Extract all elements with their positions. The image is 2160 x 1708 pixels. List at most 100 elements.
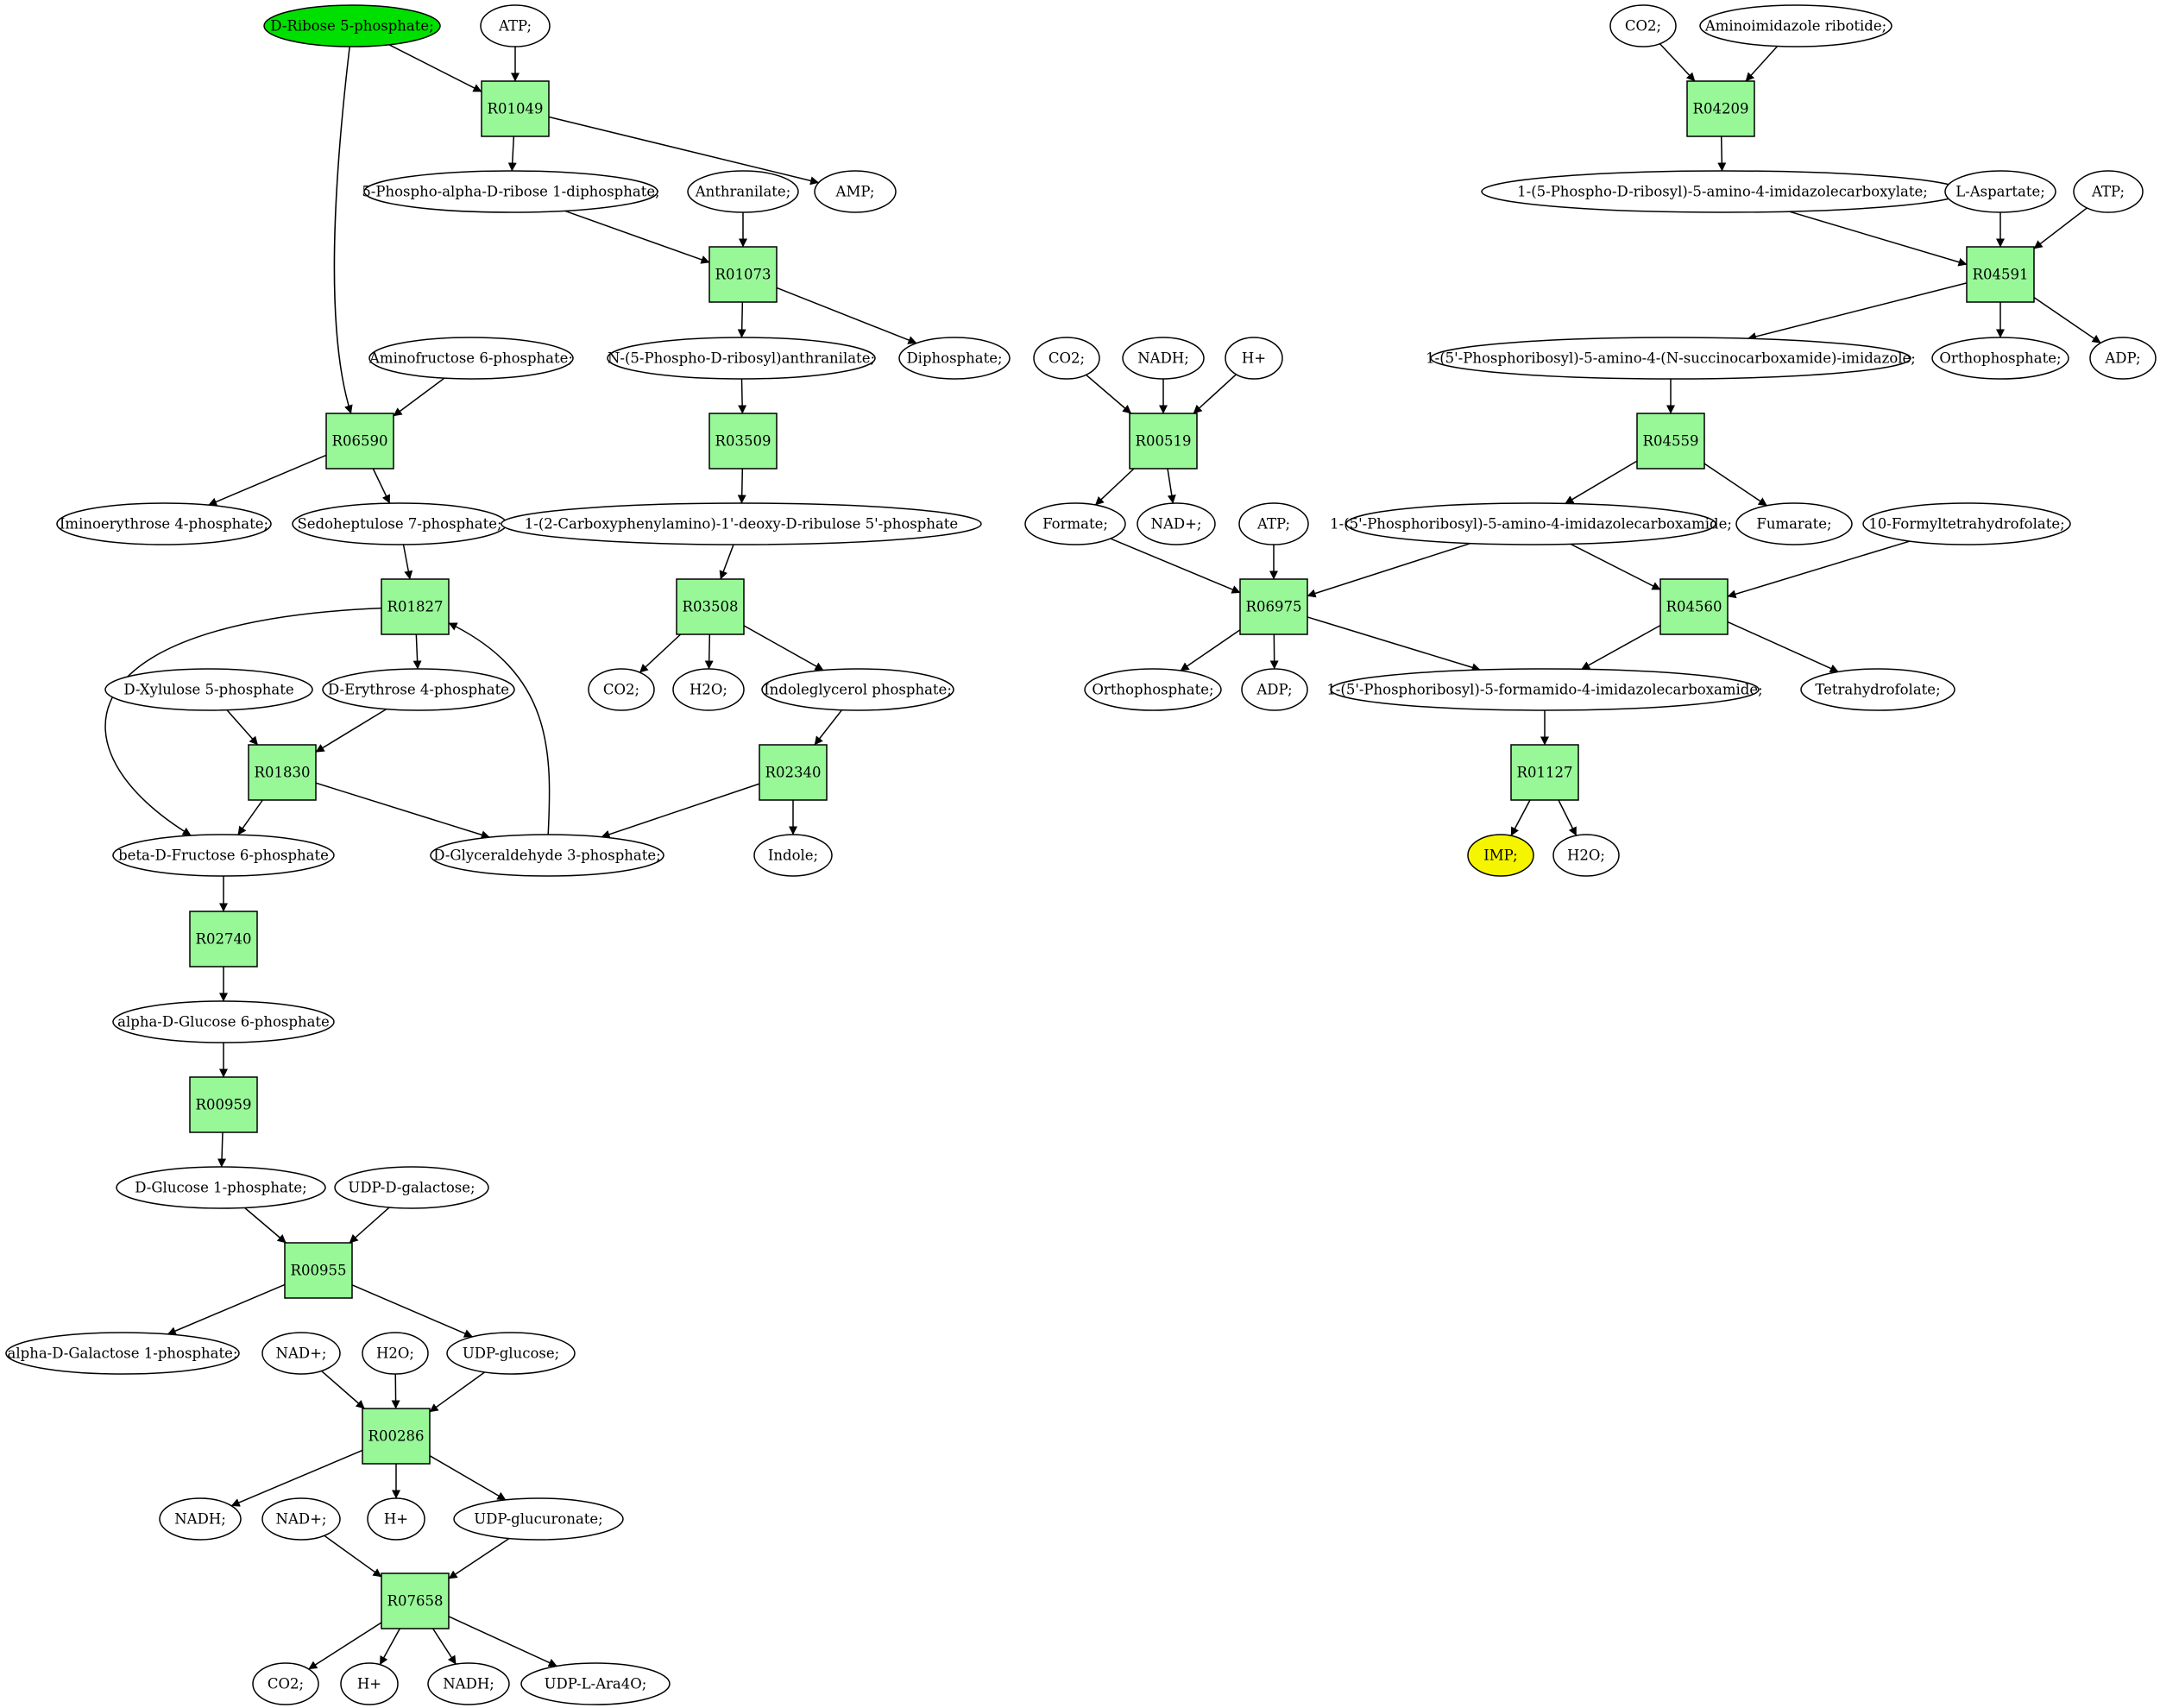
compound-node-udpglcu[interactable]: UDP-glucuronate;: [453, 1497, 624, 1541]
compound-node-aminofructose[interactable]: Aminofructose 6-phosphate;: [368, 337, 574, 380]
compound-node-atp2[interactable]: ATP;: [1238, 502, 1309, 545]
compound-node-g1p[interactable]: D-Glucose 1-phosphate;: [116, 1166, 326, 1209]
compound-node-cdrp[interactable]: 1-(2-Carboxyphenylamino)-1'-deoxy-D-ribu…: [501, 502, 982, 545]
compound-label: Tetrahydrofolate;: [1815, 682, 1940, 698]
reaction-node-R04209[interactable]: R04209: [1686, 80, 1755, 137]
compound-ellipse: [5, 1332, 240, 1375]
compound-node-imp[interactable]: IMP;: [1467, 834, 1534, 877]
reaction-node-R00959[interactable]: R00959: [189, 1076, 258, 1133]
compound-label: Aminofructose 6-phosphate;: [368, 350, 573, 367]
edge-R01049-to-prpp: [507, 136, 517, 172]
compound-node-nad3[interactable]: NAD+;: [1137, 502, 1216, 545]
reaction-node-R06975[interactable]: R06975: [1239, 578, 1308, 635]
compound-node-ribose5p[interactable]: D-Ribose 5-phosphate;: [263, 4, 441, 47]
compound-node-adp1[interactable]: ADP;: [1241, 668, 1308, 711]
compound-node-caire[interactable]: 1-(5-Phospho-D-ribosyl)-5-amino-4-imidaz…: [1481, 170, 1964, 213]
compound-node-prpp[interactable]: 5-Phospho-alpha-D-ribose 1-diphosphate;: [362, 170, 660, 213]
compound-node-formate[interactable]: Formate;: [1024, 502, 1126, 545]
compound-ellipse: [1735, 502, 1853, 545]
reaction-node-R02740[interactable]: R02740: [189, 911, 258, 967]
reaction-label: R00955: [291, 1263, 347, 1279]
compound-node-g6p[interactable]: alpha-D-Glucose 6-phosphate: [112, 1000, 335, 1043]
compound-node-f6p[interactable]: beta-D-Fructose 6-phosphate: [112, 834, 335, 877]
compound-node-co2b[interactable]: CO2;: [252, 1662, 319, 1705]
compound-ellipse: [501, 502, 982, 545]
reaction-label: R00959: [196, 1097, 252, 1113]
compound-label: Aminoimidazole ribotide;: [1704, 18, 1886, 35]
compound-ellipse: [1430, 337, 1911, 380]
compound-node-udpglc[interactable]: UDP-glucose;: [446, 1332, 576, 1375]
reaction-label: R03508: [683, 599, 739, 615]
compound-node-indole[interactable]: Indole;: [753, 834, 833, 877]
reaction-node-R00286[interactable]: R00286: [362, 1408, 431, 1465]
compound-node-co2a[interactable]: CO2;: [588, 668, 655, 711]
compound-node-air[interactable]: Aminoimidazole ribotide;: [1699, 4, 1892, 47]
reaction-label: R04559: [1643, 433, 1699, 450]
compound-node-adp2[interactable]: ADP;: [2089, 337, 2157, 380]
compound-node-aicar[interactable]: 1-(5'-Phosphoribosyl)-5-amino-4-imidazol…: [1330, 502, 1732, 545]
reaction-node-R06590[interactable]: R06590: [325, 413, 394, 470]
compound-node-faicar[interactable]: 1-(5'-Phosphoribosyl)-5-formamido-4-imid…: [1326, 668, 1763, 711]
compound-node-atp1[interactable]: ATP;: [480, 4, 551, 47]
compound-node-xylulose[interactable]: D-Xylulose 5-phosphate: [104, 668, 313, 711]
compound-node-nadh3[interactable]: NADH;: [1122, 337, 1205, 380]
compound-node-nadh1[interactable]: NADH;: [159, 1497, 242, 1541]
reaction-node-R01827[interactable]: R01827: [381, 578, 450, 635]
compound-node-co2c[interactable]: CO2;: [1033, 337, 1100, 380]
reaction-node-R02340[interactable]: R02340: [759, 744, 828, 801]
compound-node-sedo[interactable]: Sedoheptulose 7-phosphate;: [292, 502, 507, 545]
compound-label: 1-(2-Carboxyphenylamino)-1'-deoxy-D-ribu…: [525, 516, 958, 533]
reaction-node-R04559[interactable]: R04559: [1636, 413, 1705, 470]
compound-node-h2oc[interactable]: H2O;: [1552, 834, 1620, 877]
reaction-box: [481, 80, 550, 137]
reaction-node-R00955[interactable]: R00955: [284, 1242, 353, 1299]
compound-node-gal1p[interactable]: alpha-D-Galactose 1-phosphate;: [5, 1332, 240, 1375]
compound-node-atp3[interactable]: ATP;: [2073, 170, 2144, 213]
reaction-node-R04591[interactable]: R04591: [1966, 246, 2035, 303]
compound-label: 1-(5-Phospho-D-ribosyl)-5-amino-4-imidaz…: [1517, 184, 1928, 200]
compound-node-igp[interactable]: Indoleglycerol phosphate;: [761, 668, 954, 711]
reaction-node-R01127[interactable]: R01127: [1510, 744, 1579, 801]
compound-node-udpgal[interactable]: UDP-D-galactose;: [334, 1166, 489, 1209]
compound-node-ortho1[interactable]: Orthophosphate;: [1084, 668, 1222, 711]
compound-node-nad1[interactable]: NAD+;: [261, 1332, 341, 1375]
compound-node-nadh2[interactable]: NADH;: [427, 1662, 510, 1705]
compound-node-erythrose[interactable]: D-Erythrose 4-phosphate: [322, 668, 515, 711]
compound-node-udpara[interactable]: UDP-L-Ara4O;: [520, 1662, 671, 1705]
compound-node-amp[interactable]: AMP;: [814, 170, 897, 213]
reaction-node-R01830[interactable]: R01830: [248, 744, 317, 801]
compound-node-h2oa[interactable]: H2O;: [672, 668, 745, 711]
compound-node-hplus3[interactable]: H+: [1225, 337, 1283, 380]
edge-sedo-to-R01827: [402, 544, 413, 580]
edge-R01127-to-h2oc: [1558, 799, 1577, 836]
compound-node-nprib[interactable]: N-(5-Phospho-D-ribosyl)anthranilate;: [607, 337, 876, 380]
compound-node-thf[interactable]: Tetrahydrofolate;: [1800, 668, 1955, 711]
reaction-node-R01049[interactable]: R01049: [481, 80, 550, 137]
compound-node-diphosphate[interactable]: Diphosphate;: [898, 337, 1011, 380]
reaction-node-R03508[interactable]: R03508: [676, 578, 745, 635]
compound-node-ortho2[interactable]: Orthophosphate;: [1931, 337, 2069, 380]
compound-label: ADP;: [1256, 682, 1292, 698]
compound-node-iminoery[interactable]: Iminoerythrose 4-phosphate;: [56, 502, 272, 545]
compound-ellipse: [261, 1497, 341, 1541]
compound-node-asp[interactable]: L-Aspartate;: [1944, 170, 2056, 213]
reaction-node-R03509[interactable]: R03509: [708, 413, 778, 470]
reaction-node-R01073[interactable]: R01073: [708, 246, 778, 303]
edge-caire-to-R04591: [1789, 211, 1968, 267]
compound-node-fumarate[interactable]: Fumarate;: [1735, 502, 1853, 545]
compound-node-fthf[interactable]: 10-Formyltetrahydrofolate;: [1862, 502, 2071, 545]
compound-ellipse: [56, 502, 272, 545]
compound-node-hplus1[interactable]: H+: [367, 1497, 425, 1541]
reaction-node-R07658[interactable]: R07658: [381, 1572, 450, 1629]
compound-node-nad2[interactable]: NAD+;: [261, 1497, 341, 1541]
compound-node-h2ob[interactable]: H2O;: [362, 1332, 429, 1375]
compound-node-saicar[interactable]: 1-(5'-Phosphoribosyl)-5-amino-4-(N-succi…: [1426, 337, 1916, 380]
compound-node-co2d[interactable]: CO2;: [1609, 4, 1677, 47]
reaction-node-R00519[interactable]: R00519: [1129, 413, 1198, 470]
reaction-node-R04560[interactable]: R04560: [1659, 578, 1729, 635]
compound-node-anthranilate[interactable]: Anthranilate;: [687, 170, 799, 213]
compound-label: 5-Phospho-alpha-D-ribose 1-diphosphate;: [362, 184, 659, 200]
compound-node-g3p[interactable]: D-Glyceraldehyde 3-phosphate;: [430, 834, 664, 877]
edge-R07658-to-co2b: [308, 1622, 382, 1670]
compound-node-hplus2[interactable]: H+: [340, 1662, 399, 1705]
